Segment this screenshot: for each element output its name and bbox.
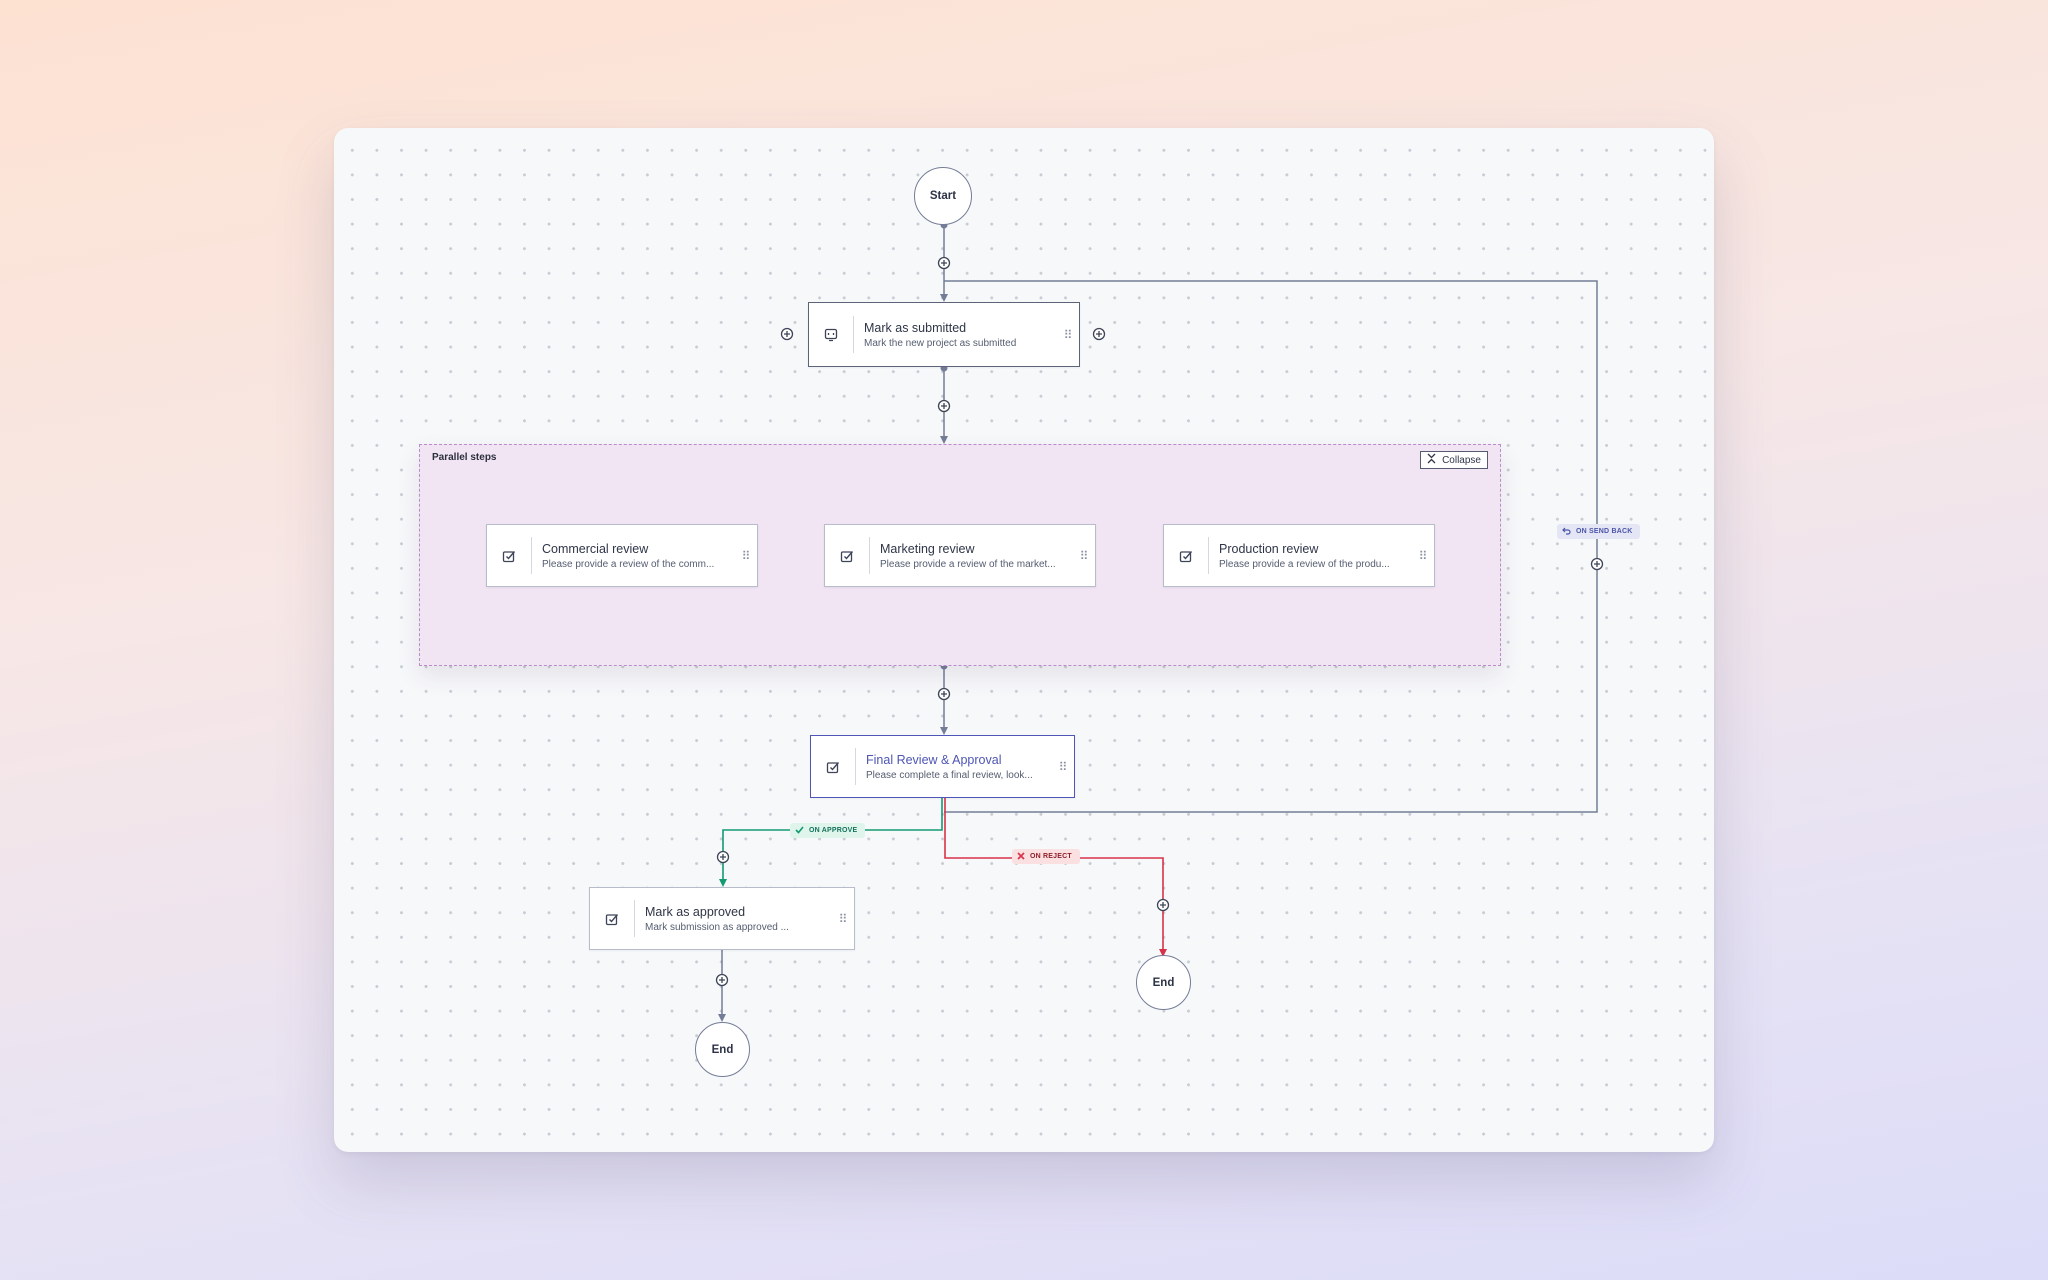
step-commercial-review[interactable]: Commercial review Please provide a revie…: [486, 524, 758, 587]
end-node-reject[interactable]: End: [1136, 955, 1191, 1010]
group-label: Parallel steps: [432, 452, 497, 463]
add-step-button[interactable]: [1156, 898, 1170, 912]
drag-handle-icon[interactable]: ⠿: [1063, 327, 1073, 342]
add-step-button[interactable]: [716, 850, 730, 864]
end-node-approve[interactable]: End: [695, 1022, 750, 1077]
step-final-review[interactable]: Final Review & Approval Please complete …: [810, 735, 1075, 798]
step-description: Please complete a final review, look...: [866, 769, 1033, 781]
undo-icon: [1562, 527, 1571, 537]
end-node-label: End: [1152, 976, 1175, 989]
step-title: Mark as submitted: [864, 320, 967, 335]
add-step-button[interactable]: [1092, 327, 1106, 341]
step-mark-as-submitted[interactable]: Mark as submitted Mark the new project a…: [808, 302, 1080, 367]
add-step-button[interactable]: [1590, 557, 1604, 571]
step-marketing-review[interactable]: Marketing review Please provide a review…: [824, 524, 1096, 587]
step-description: Please provide a review of the comm...: [542, 558, 715, 570]
review-icon: [811, 736, 855, 797]
step-title: Production review: [1219, 541, 1319, 556]
approve-branch-label: ON APPROVE: [809, 827, 858, 834]
drag-handle-icon[interactable]: ⠿: [1079, 548, 1089, 563]
step-description: Mark submission as approved ...: [645, 921, 789, 933]
start-node-label: Start: [929, 190, 957, 202]
send-back-branch-badge: ON SEND BACK: [1557, 524, 1641, 539]
step-title: Marketing review: [880, 541, 975, 556]
reject-branch-label: ON REJECT: [1030, 853, 1072, 860]
add-step-button[interactable]: [937, 399, 951, 413]
connector-approve-branch: [719, 797, 943, 887]
review-icon: [590, 888, 634, 949]
connector-send-back-loop: [944, 280, 1598, 813]
drag-handle-icon[interactable]: ⠿: [838, 911, 848, 926]
connector-reject-branch: [944, 797, 1167, 957]
close-icon: [1017, 851, 1025, 862]
add-step-button[interactable]: [715, 973, 729, 987]
step-description: Mark the new project as submitted: [864, 337, 1017, 349]
review-icon: [1164, 525, 1208, 586]
review-icon: [825, 525, 869, 586]
drag-handle-icon[interactable]: ⠿: [1058, 759, 1068, 774]
collapse-label: Collapse: [1442, 454, 1481, 466]
step-title: Commercial review: [542, 541, 649, 556]
add-step-button[interactable]: [937, 256, 951, 270]
step-title: Final Review & Approval: [866, 752, 1002, 767]
review-icon: [487, 525, 531, 586]
drag-handle-icon[interactable]: ⠿: [741, 548, 751, 563]
add-step-button[interactable]: [780, 327, 794, 341]
send-back-branch-label: ON SEND BACK: [1576, 528, 1633, 535]
collapse-icon: [1427, 453, 1436, 467]
start-node[interactable]: Start: [914, 167, 972, 225]
step-mark-as-approved[interactable]: Mark as approved Mark submission as appr…: [589, 887, 855, 950]
add-step-button[interactable]: [937, 687, 951, 701]
end-node-label: End: [711, 1043, 734, 1056]
step-description: Please provide a review of the market...: [880, 558, 1056, 570]
reject-branch-badge: ON REJECT: [1012, 849, 1080, 864]
check-icon: [795, 825, 804, 836]
collapse-button[interactable]: Collapse: [1420, 451, 1488, 469]
drag-handle-icon[interactable]: ⠿: [1418, 548, 1428, 563]
approve-branch-badge: ON APPROVE: [790, 823, 866, 838]
step-production-review[interactable]: Production review Please provide a revie…: [1163, 524, 1435, 587]
step-title: Mark as approved: [645, 904, 746, 919]
step-description: Please provide a review of the produ...: [1219, 558, 1390, 570]
stamp-icon: [809, 303, 853, 366]
